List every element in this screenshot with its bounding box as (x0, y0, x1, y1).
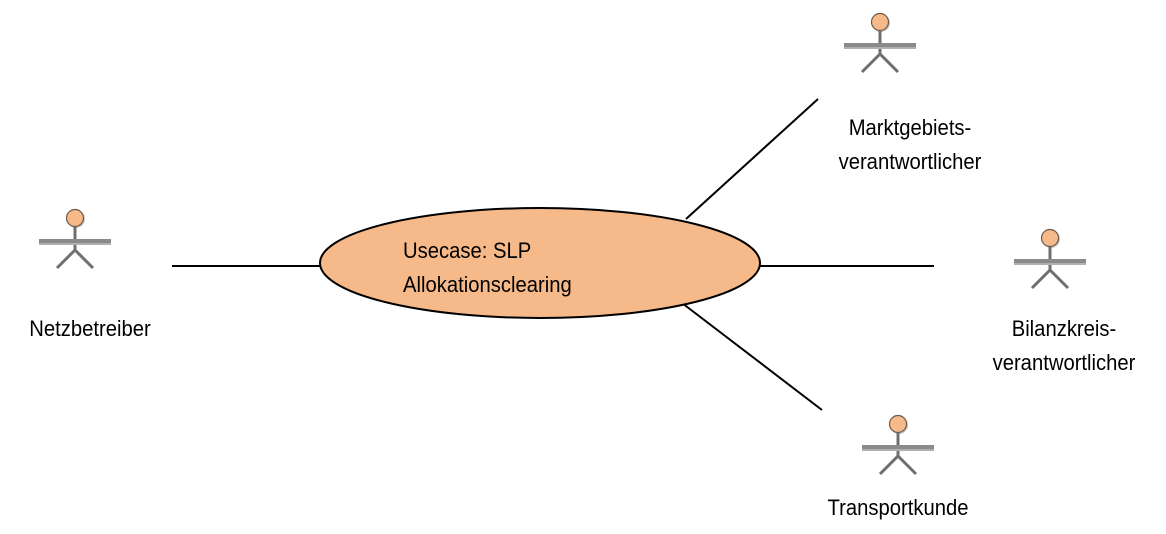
usecase-label-line1: Usecase: SLP (403, 238, 532, 263)
actor-marktgebiets-line1: Marktgebiets- (848, 115, 972, 140)
actor-transportkunde-icon (860, 413, 936, 476)
association-transportkunde (681, 302, 823, 411)
usecase-label[interactable]: Usecase: SLP Allokationsclearing (403, 234, 572, 302)
actor-marktgebiets-icon (842, 11, 918, 74)
actor-marktgebiets-label: Marktgebiets- verantwortlicher (809, 111, 1011, 179)
actor-netzbetreiber-icon (37, 207, 113, 270)
usecase-label-line2: Allokationsclearing (403, 272, 572, 297)
association-marktgebiets (685, 98, 819, 220)
actor-marktgebiets-line2: verantwortlicher (838, 149, 982, 174)
usecase-ellipse (319, 207, 761, 319)
actor-bilanzkreis-line1: Bilanzkreis- (1011, 316, 1117, 341)
actor-bilanzkreis-icon (1012, 227, 1088, 290)
actor-bilanzkreis-line2: verantwortlicher (992, 350, 1136, 375)
actor-transportkunde-label: Transportkunde (827, 495, 969, 520)
actor-netzbetreiber-label: Netzbetreiber (29, 316, 151, 341)
actor-bilanzkreis-label: Bilanzkreis- verantwortlicher (972, 312, 1156, 380)
